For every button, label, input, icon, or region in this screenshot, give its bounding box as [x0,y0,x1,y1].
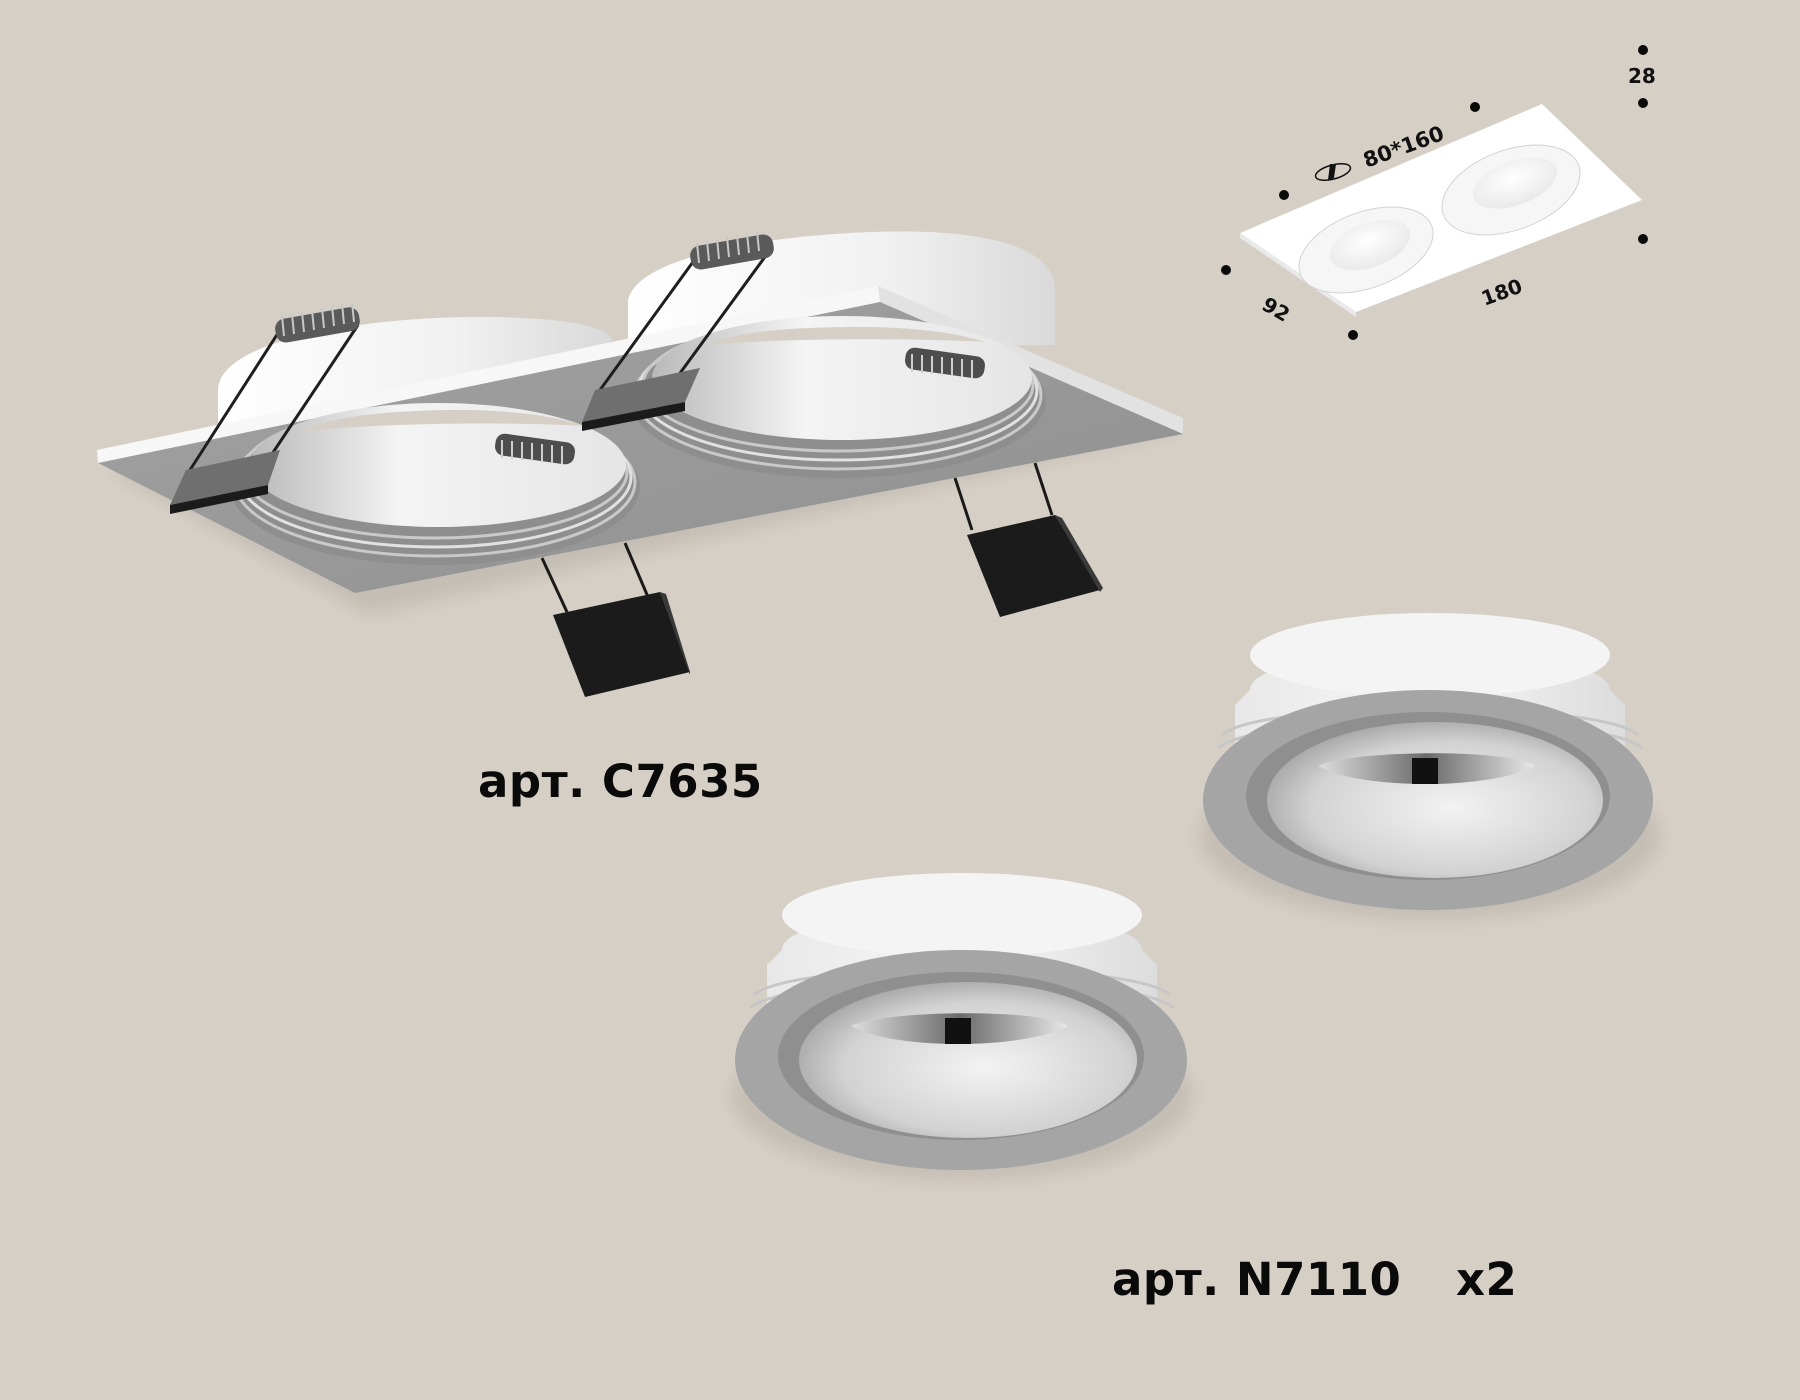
mounting-frame-c7635 [97,230,1185,697]
plate-top-edge [97,286,880,463]
frame-article-label: арт. C7635 [478,755,763,808]
module-article-label: арт. N7110 [1112,1253,1402,1306]
spring-inner-right [905,347,985,379]
spring-clip-top-left [170,301,360,514]
rear-collar-left [218,316,612,430]
dimension-diagram [1221,45,1648,340]
dimension-dots [1221,45,1648,340]
module-quantity-label: x2 [1456,1253,1518,1306]
hanging-clip-left [540,542,690,697]
frame-opening-right [630,316,1046,478]
dimension-height: 28 [1628,64,1656,88]
lamp-module-n7110-2 [732,873,1192,1180]
hanging-clip-right [953,462,1103,617]
lamp-module-n7110-1 [1200,613,1660,920]
cutout-diameter-icon [1314,163,1352,181]
spring-clip-top-right [582,230,774,431]
spring-inner-left [495,433,575,465]
